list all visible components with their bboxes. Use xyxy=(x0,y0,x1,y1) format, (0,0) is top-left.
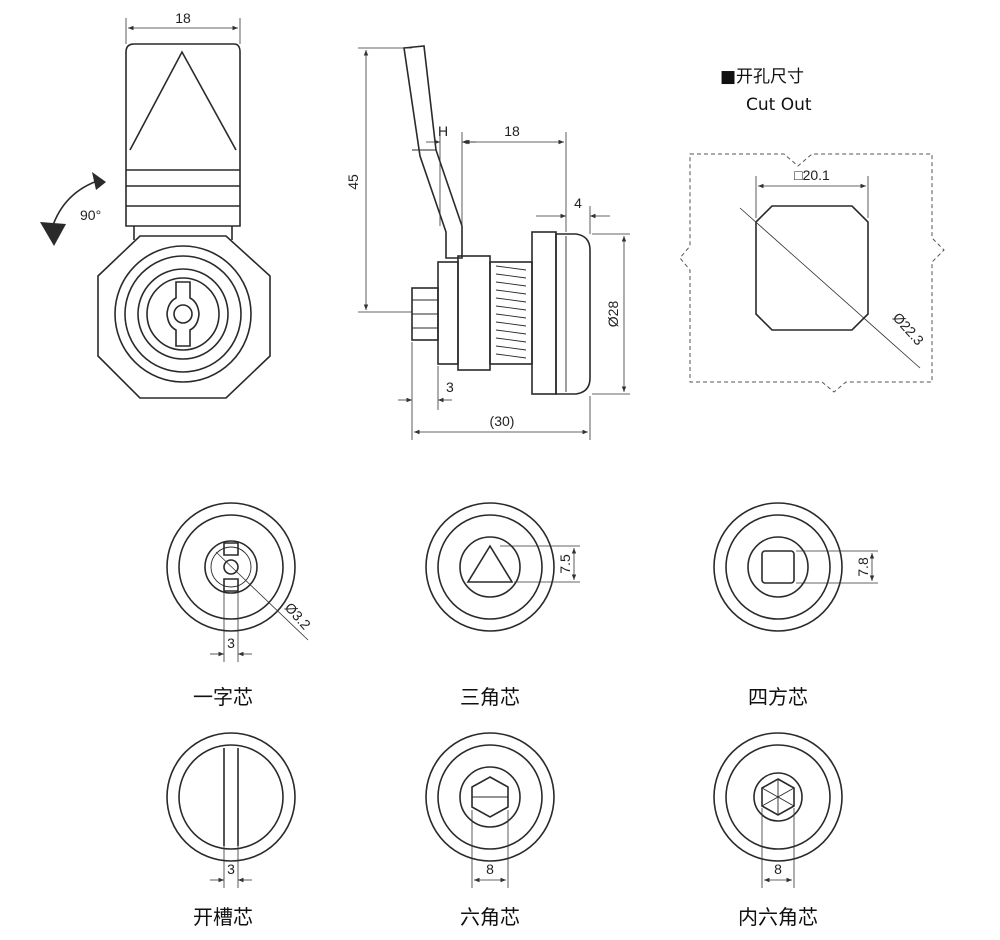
rotation-arrow-icon xyxy=(51,179,101,229)
key-hole xyxy=(173,304,193,324)
core-slot-key: 3 Ø3.2 一字芯 xyxy=(166,502,314,709)
flange-dim: 4 xyxy=(574,195,582,211)
core-4-dim: 3 xyxy=(227,861,235,877)
cut-out-shape xyxy=(755,205,869,331)
lever-body xyxy=(125,43,241,227)
side-lever xyxy=(403,45,463,259)
rotation-label: 90° xyxy=(80,207,101,223)
core-2-label: 三角芯 xyxy=(460,685,520,709)
height-dim: 45 xyxy=(345,174,361,190)
core-3-label: 四方芯 xyxy=(748,685,808,709)
core-1-dim: 3 xyxy=(227,635,235,651)
square-dim: □20.1 xyxy=(794,167,830,183)
cut-out-view: ■开孔尺寸 Cut Out □20.1 Ø22.3 xyxy=(679,67,945,393)
core-hex-key: 8 六角芯 xyxy=(425,732,555,929)
pitch-dim: 3 xyxy=(446,379,454,395)
square-core-icon xyxy=(761,550,795,584)
diameter-dim: Ø28 xyxy=(605,301,621,328)
cut-out-title-cn: ■开孔尺寸 xyxy=(720,67,804,87)
hex-core-icon xyxy=(471,776,509,818)
front-width-dim: 18 xyxy=(175,10,191,26)
octagon-nut xyxy=(97,235,271,399)
diagonal-dim: Ø22.3 xyxy=(890,309,928,348)
nut-flange xyxy=(531,231,557,395)
key-slot xyxy=(166,281,200,347)
core-6-label: 内六角芯 xyxy=(738,905,818,929)
front-view: 18 90° xyxy=(40,10,271,399)
core-4-label: 开槽芯 xyxy=(193,905,253,929)
body-length-dim: 18 xyxy=(504,123,520,139)
core-5-dim: 8 xyxy=(486,861,494,877)
core-5-label: 六角芯 xyxy=(460,905,520,929)
core-6-dim: 8 xyxy=(774,861,782,877)
core-triangle-key: 7.5 三角芯 xyxy=(425,502,580,709)
core-1-label: 一字芯 xyxy=(193,685,253,709)
core-inner-hex-key: 8 内六角芯 xyxy=(713,732,843,929)
triangle-core-icon xyxy=(466,544,514,583)
bezel xyxy=(555,233,591,395)
cut-out-title-en: Cut Out xyxy=(746,95,812,115)
core-3-dim: 7.8 xyxy=(855,557,871,577)
core-2-dim: 7.5 xyxy=(557,554,573,574)
core-groove-key: 3 开槽芯 xyxy=(166,732,296,929)
total-length-dim: (30) xyxy=(490,413,515,429)
side-view: 45 H 18 4 Ø28 xyxy=(345,45,630,440)
core-square-key: 7.8 四方芯 xyxy=(713,502,878,709)
lever-chevron xyxy=(129,50,237,151)
threaded-barrel xyxy=(489,261,533,365)
panel-break-outline xyxy=(679,153,945,393)
core-1-extra-dim: Ø3.2 xyxy=(282,599,314,632)
h-dim-label: H xyxy=(438,123,448,139)
